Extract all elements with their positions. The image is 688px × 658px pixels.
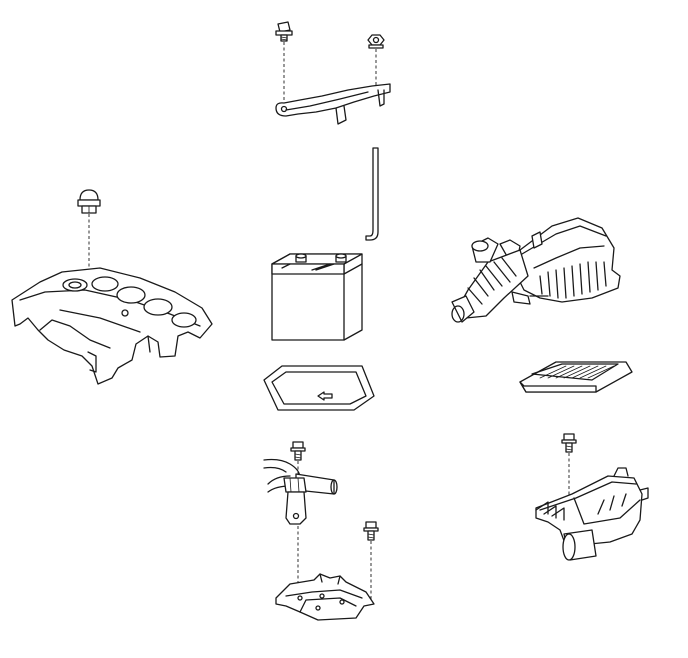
air-cleaner-with-hose [451, 217, 621, 323]
bracket-bolt-upper [290, 441, 306, 461]
battery-tray [263, 365, 375, 411]
battery-carrier [263, 458, 338, 525]
air-cleaner-case [535, 467, 649, 561]
hold-down-rod [365, 147, 379, 241]
bracket-bolt-lower [363, 521, 379, 541]
engine-cover [11, 267, 213, 385]
clamp-bolt-left [275, 21, 293, 42]
case-bolt [561, 433, 577, 453]
air-filter-element [519, 361, 633, 393]
battery-clamp [275, 83, 391, 125]
clamp-nut-right [367, 34, 385, 49]
cover-nut [77, 189, 101, 214]
carrier-bracket [275, 573, 375, 621]
battery [271, 253, 363, 341]
